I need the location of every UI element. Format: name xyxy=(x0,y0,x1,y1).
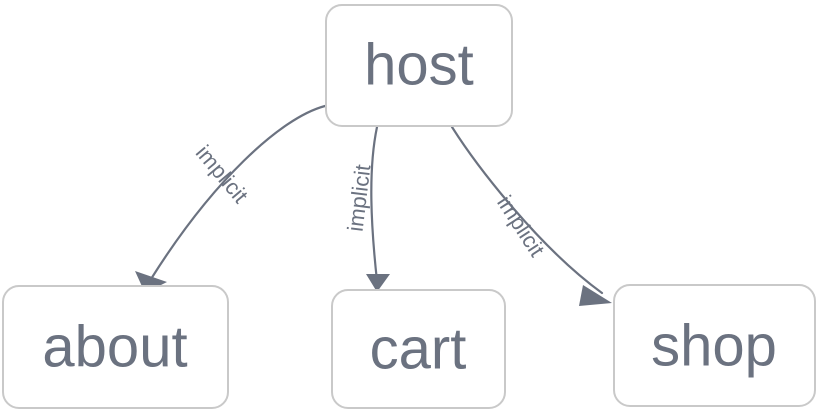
edge-host-shop-arrowhead-icon xyxy=(579,285,612,306)
node-cart[interactable]: cart xyxy=(331,289,506,409)
node-about-box xyxy=(2,285,229,409)
edge-host-about[interactable]: implicit xyxy=(135,104,327,293)
edges-layer: implicit implicit implicit xyxy=(135,104,612,306)
node-about[interactable]: about xyxy=(2,285,229,409)
edge-host-about-path xyxy=(149,104,327,281)
edge-host-shop-path xyxy=(450,125,604,295)
edge-host-shop[interactable]: implicit xyxy=(450,125,612,306)
edge-host-cart-label: implicit xyxy=(342,163,375,233)
edge-host-about-label: implicit xyxy=(191,140,253,208)
edge-host-cart[interactable]: implicit xyxy=(342,125,390,292)
node-cart-box xyxy=(331,289,506,409)
node-host[interactable]: host xyxy=(325,4,513,127)
node-host-label: host xyxy=(364,33,474,98)
node-cart-label: cart xyxy=(370,317,467,382)
node-shop-box xyxy=(613,284,816,407)
node-shop-label: shop xyxy=(651,314,777,379)
node-about-label: about xyxy=(42,315,187,380)
edge-host-cart-arrowhead-icon xyxy=(366,274,390,292)
edge-host-cart-path xyxy=(370,125,379,283)
node-shop[interactable]: shop xyxy=(613,284,816,407)
edge-host-shop-label: implicit xyxy=(492,191,550,261)
node-host-box xyxy=(325,4,513,127)
nodes-layer: host about cart shop xyxy=(2,4,816,409)
